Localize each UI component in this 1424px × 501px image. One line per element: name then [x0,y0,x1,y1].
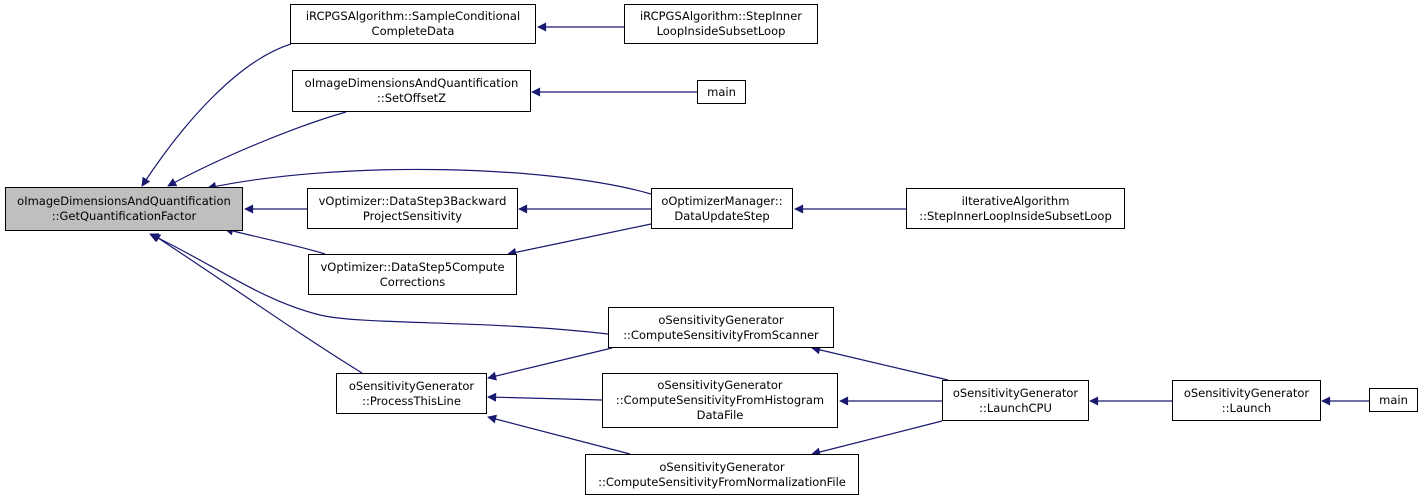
node-label: oSensitivityGenerator [1183,385,1310,400]
edge-caller-from-scanner-to-root [149,233,609,335]
node-label: oSensitivityGenerator [658,312,784,327]
node-label: iRCPGSAlgorithm::SampleConditional [305,9,521,23]
edge-caller-data-update-to-root [207,168,652,195]
node-iterative-step-inner-loop[interactable]: iIterativeAlgorithm ::StepInnerLoopInsid… [906,188,1125,229]
node-label: ::GetQuantificationFactor [51,209,197,223]
node-get-quantification-factor: oImageDimensionsAndQuantification ::GetQ… [5,187,243,231]
edge-caller-launch-cpu-to-normalization [811,420,943,457]
node-label: ::SetOffsetZ [376,91,447,105]
node-main-2[interactable]: main [1369,388,1418,412]
node-label: Corrections [379,274,446,289]
node-label: iRCPGSAlgorithm::StepInner [639,9,803,23]
node-compute-sensitivity-from-histogram[interactable]: oSensitivityGenerator ::ComputeSensitivi… [602,373,838,428]
node-launch[interactable]: oSensitivityGenerator ::Launch [1172,380,1321,421]
edge-caller-from-scanner-to-process [487,347,613,381]
node-label: oSensitivityGenerator [348,378,475,393]
node-label: ::Launch [1221,400,1272,415]
edge-caller-from-normalization-to-process [487,414,631,455]
node-data-step3-backward-project-sensitivity[interactable]: vOptimizer::DataStep3Backward ProjectSen… [307,188,518,229]
edge-caller-process-line [151,233,363,374]
node-label: ProjectSensitivity [362,208,463,223]
node-set-offset-z[interactable]: oImageDimensionsAndQuantification ::SetO… [292,70,531,112]
node-label: ::ComputeSensitivityFromNormalizationFil… [598,474,846,489]
node-process-this-line[interactable]: oSensitivityGenerator ::ProcessThisLine [336,373,487,414]
node-data-step5-compute-corrections[interactable]: vOptimizer::DataStep5Compute Corrections [308,254,517,295]
node-label: oImageDimensionsAndQuantification [17,194,231,208]
node-label: ::StepInnerLoopInsideSubsetLoop [919,208,1112,223]
node-label: iIterativeAlgorithm [961,193,1070,208]
node-label: ::ProcessThisLine [362,393,461,408]
node-label: oOptimizerManager:: [661,193,783,208]
node-label: DataUpdateStep [674,208,770,223]
edge-caller-data-step5 [224,226,326,255]
node-label: vOptimizer::DataStep5Compute [320,259,505,274]
node-label: LoopInsideSubsetLoop [656,24,786,38]
edge-caller-set-offset-z [167,111,347,187]
node-label: vOptimizer::DataStep3Backward [318,193,507,208]
edge-caller-sample-conditional [141,43,292,187]
node-data-update-step[interactable]: oOptimizerManager:: DataUpdateStep [651,188,793,229]
edge-caller-launch-cpu-to-scanner [811,345,949,381]
node-label: oImageDimensionsAndQuantification [304,76,519,90]
node-rcpgs-step-inner-loop[interactable]: iRCPGSAlgorithm::StepInner LoopInsideSub… [624,4,818,44]
node-label: oSensitivityGenerator [657,378,783,392]
node-sample-conditional-complete-data[interactable]: iRCPGSAlgorithm::SampleConditional Compl… [290,4,536,44]
edge-caller-data-update-to-step5 [507,223,652,257]
node-launch-cpu[interactable]: oSensitivityGenerator ::LaunchCPU [942,380,1089,421]
node-compute-sensitivity-from-normalization[interactable]: oSensitivityGenerator ::ComputeSensitivi… [585,454,859,495]
node-main-1[interactable]: main [697,80,746,104]
node-label: main [707,84,736,99]
node-label: oSensitivityGenerator [659,459,785,474]
node-label: DataFile [696,408,744,422]
node-label: oSensitivityGenerator [952,385,1079,400]
edge-caller-from-histogram-to-process [487,392,603,402]
node-label: CompleteData [371,24,455,38]
node-label: ::ComputeSensitivityFromScanner [623,327,819,342]
node-compute-sensitivity-from-scanner[interactable]: oSensitivityGenerator ::ComputeSensitivi… [608,307,834,348]
node-label: ::LaunchCPU [979,400,1052,415]
node-label: main [1379,392,1408,407]
node-label: ::ComputeSensitivityFromHistogram [615,393,825,407]
